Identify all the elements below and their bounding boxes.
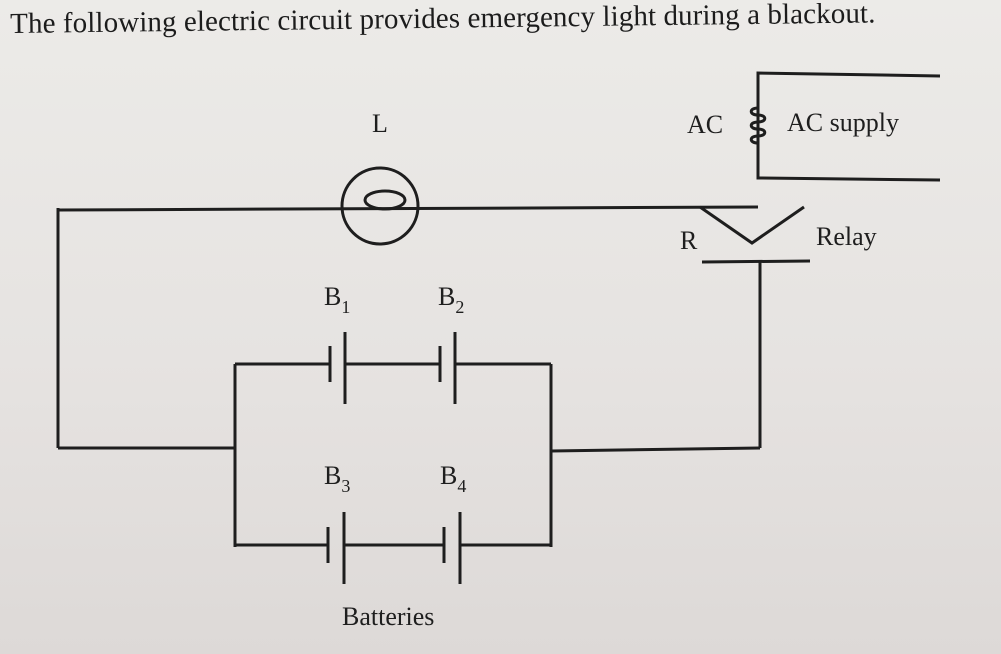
label-B2: B2 (438, 282, 464, 317)
top-wire (57, 205, 759, 212)
label-relay: Relay (816, 222, 877, 251)
ac-supply-wire (756, 71, 941, 182)
battery-B4 (442, 512, 462, 584)
bottom-right-wire (550, 446, 761, 453)
label-batteries: Batteries (342, 602, 434, 631)
ac-coil-symbol (749, 106, 767, 145)
label-ac-supply: AC supply (787, 108, 899, 137)
label-ac: AC (687, 110, 723, 139)
label-relay-r: R (680, 226, 698, 255)
label-B3: B3 (324, 461, 350, 496)
battery-B2 (438, 332, 457, 404)
lamp-L (340, 166, 420, 246)
label-B1: B1 (324, 282, 350, 317)
battery-B3 (326, 512, 346, 584)
battery-B1 (328, 332, 347, 404)
relay-contact (699, 205, 811, 264)
label-B4: B4 (440, 461, 466, 496)
label-L: L (372, 109, 388, 138)
